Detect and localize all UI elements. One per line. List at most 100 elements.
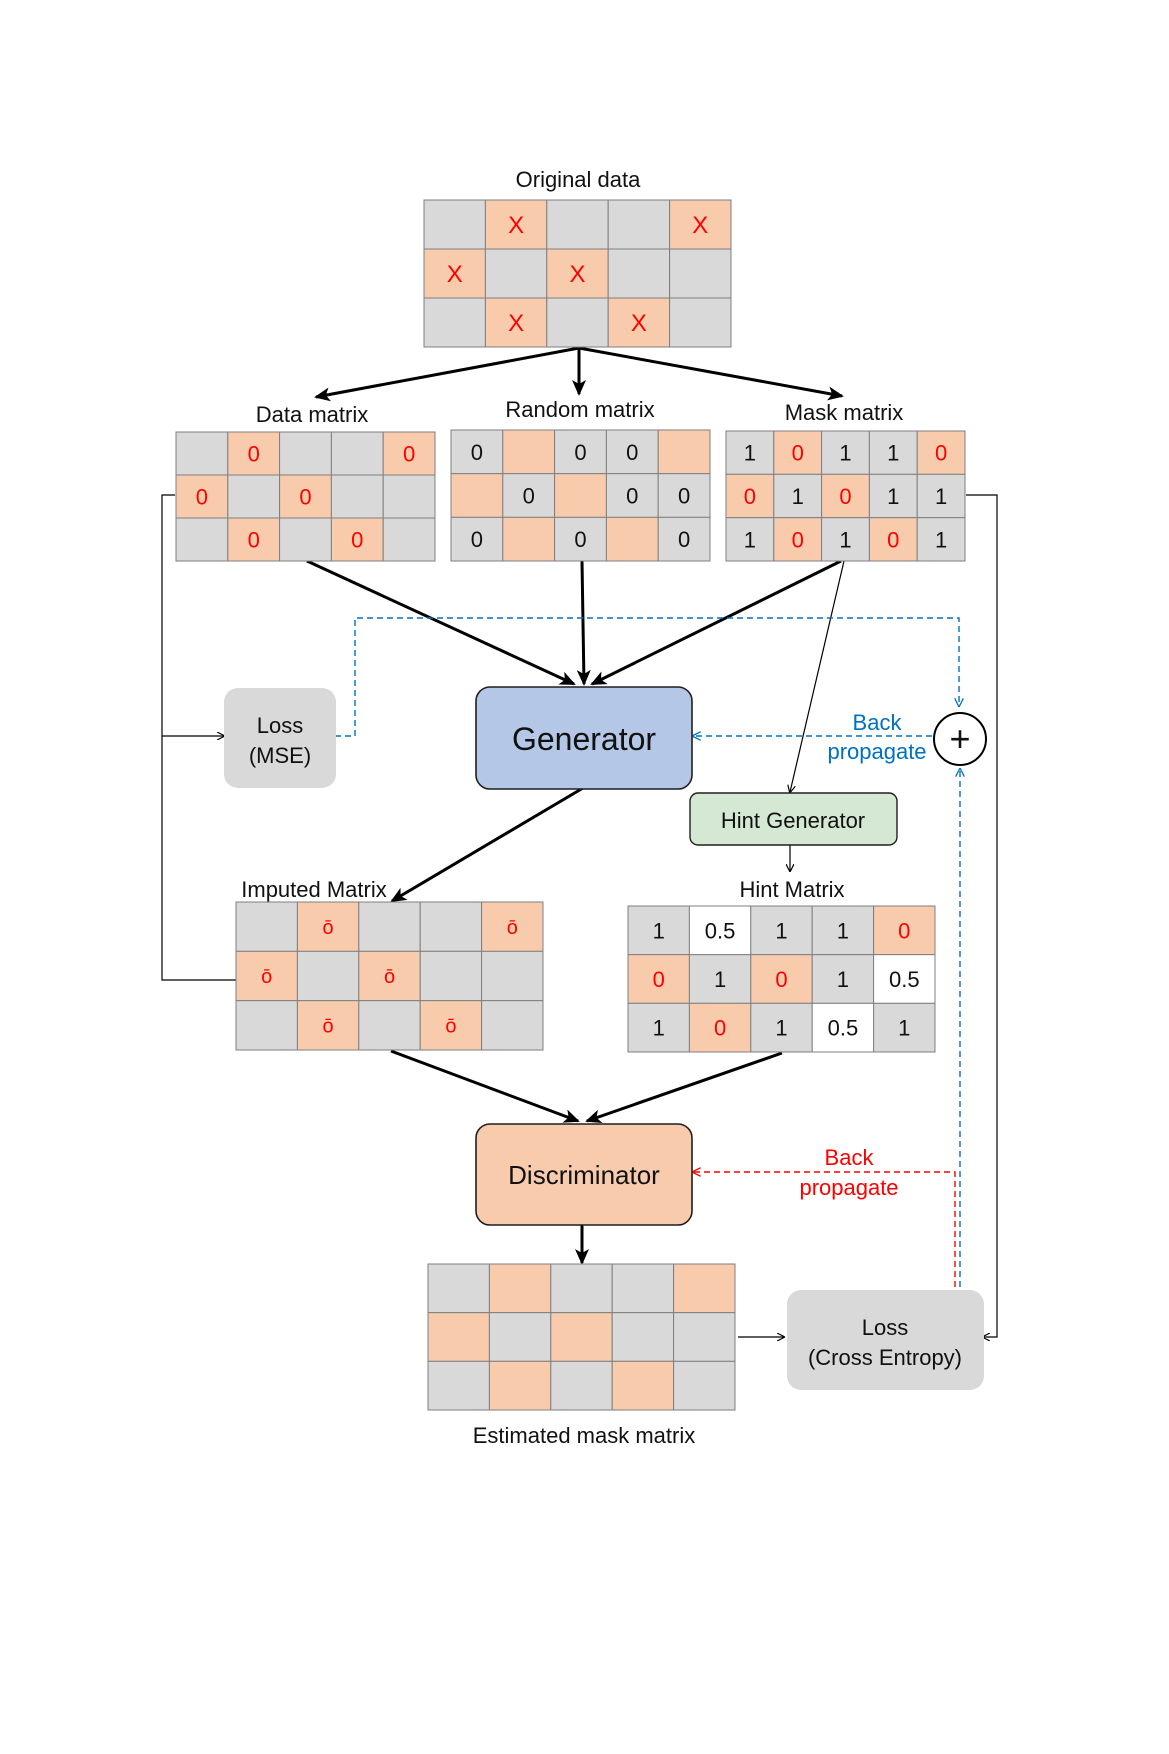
estimated-cell-r2-c0 [427,1360,490,1411]
random-cell-r0-c2 [554,429,607,475]
original-cell-r2-c2 [546,297,609,348]
imputed-cell-r2-c0 [235,1000,298,1051]
data-cell-r1-c1 [227,474,281,519]
mask-cell-r2-c1 [773,517,823,562]
mask-cell-value-r0-c1: 0 [792,441,804,466]
hint-generator-block: Hint Generator [689,792,898,846]
hint-cell-value-r1-c1: 1 [714,967,726,992]
hint-cell-value-r2-c1: 0 [714,1016,726,1041]
hint-cell-r0-c1 [688,905,752,956]
loss-ce-block: Loss (Cross Entropy) [787,1290,984,1390]
imputed-cell-r0-c2 [358,901,421,952]
mask-cell-value-r0-c3: 1 [887,441,899,466]
estimated-cell-r0-c4 [673,1263,736,1314]
connectors-thin [161,494,998,1337]
hint-cell-r2-c4 [873,1002,936,1053]
mask-cell-value-r1-c3: 1 [887,484,899,509]
original-cell-value-r1-c2: X [569,261,585,288]
mask-cell-value-r0-c0: 1 [744,441,756,466]
data-to-generator-arrow [306,559,576,686]
mask-cell-r0-c2 [821,430,870,475]
data-cell-r1-c4 [382,474,436,519]
loss-mse-line2: (MSE) [249,743,311,768]
mask-cell-value-r2-c3: 0 [887,527,899,552]
backprop-blue-paths [335,617,960,1287]
hint-cell-r1-c3 [811,954,875,1004]
data-cell-r2-c4 [382,517,436,562]
data-cell-value-r1-c2: 0 [299,484,311,509]
hint-cell-value-r1-c3: 1 [837,967,849,992]
data-cell-r0-c0 [175,431,229,476]
discriminator-block: Discriminator [475,1123,693,1226]
estimated-cell-r2-c2 [550,1360,613,1411]
mask-cell-value-r1-c0: 0 [744,484,756,509]
backprop-blue-label-line2: propagate [827,739,926,764]
original-cell-r1-c4 [669,248,732,299]
hint-cell-value-r2-c2: 1 [775,1016,787,1041]
connectors-thick [306,346,844,1265]
estimated-cell-r0-c2 [550,1263,613,1314]
original-cell-r1-c3 [607,248,671,299]
random-matrix-title: Random matrix [505,397,654,422]
mask-to-ce-line [966,494,998,1337]
imputed-cell-r2-c4 [481,1000,544,1051]
data-cell-r1-c3 [330,474,384,519]
sum-node: + [933,712,987,766]
hint-cell-r0-c2 [750,905,813,956]
original-data-title: Original data [516,167,642,192]
hint-matrix-title: Hint Matrix [739,877,844,902]
imputed-cell-r2-c2 [358,1000,421,1051]
original-cell-r0-c3 [607,199,671,250]
backprop-blue-label-line1: Back [853,710,903,735]
mask-cell-value-r1-c4: 1 [935,484,947,509]
imputed-to-bus-line [161,736,236,981]
imputed-to-discriminator-arrow [390,1049,580,1123]
hint-cell-r0-c3 [811,905,875,956]
estimated-cell-r2-c4 [673,1360,736,1411]
estimated-cell-r0-c3 [611,1263,675,1314]
hint-cell-r1-c1 [688,954,752,1004]
estimated-cell-r1-c4 [673,1312,736,1362]
data-cell-value-r2-c3: 0 [351,527,363,552]
hint-generator-label: Hint Generator [721,808,865,833]
random-cell-value-r1-c4: 0 [678,483,690,508]
data-cell-value-r0-c4: 0 [403,441,415,466]
imputed-cell-r1-c1 [296,950,360,1002]
hint-cell-value-r1-c0: 0 [653,967,665,992]
data-cell-value-r2-c1: 0 [248,527,260,552]
loss-mse-line1: Loss [257,713,303,738]
mask-cell-value-r2-c4: 1 [935,527,947,552]
original-cell-r0-c0 [423,199,486,250]
hint-cell-value-r0-c4: 0 [898,918,910,943]
random-cell-value-r1-c1: 0 [523,483,535,508]
original-cell-value-r1-c0: X [447,261,463,288]
random-cell-value-r2-c4: 0 [678,527,690,552]
random-cell-value-r2-c0: 0 [471,527,483,552]
data-cell-r0-c2 [279,431,332,476]
mse-to-sum-dashed [335,617,959,737]
mask-cell-value-r2-c0: 1 [744,527,756,552]
loss-ce-line1: Loss [862,1315,908,1340]
mask-cell-value-r0-c4: 0 [935,441,947,466]
random-cell-r1-c4 [657,473,711,518]
original-cell-r0-c2 [546,199,609,250]
data-cell-r0-c4 [382,431,436,476]
imputed-cell-r1-c0 [235,950,298,1002]
data-cell-value-r0-c1: 0 [248,441,260,466]
hint-cell-r1-c2 [750,954,813,1004]
imputed-cell-value-r0-c1: ō [323,917,334,939]
random-cell-value-r0-c2: 0 [574,440,586,465]
imputed-cell-r0-c3 [419,901,483,952]
random-cell-value-r1-c3: 0 [626,483,638,508]
mask-cell-r1-c0 [725,473,775,519]
backprop-red-paths [693,1172,956,1287]
mask-matrix-title: Mask matrix [785,400,904,425]
original-cell-value-r0-c1: X [508,212,524,239]
hint-cell-r2-c3 [811,1002,875,1053]
random-cell-r2-c4 [657,516,711,562]
hint-cell-value-r0-c0: 1 [653,918,665,943]
original-cell-r1-c1 [484,248,548,299]
original-cell-r1-c2 [546,248,609,299]
